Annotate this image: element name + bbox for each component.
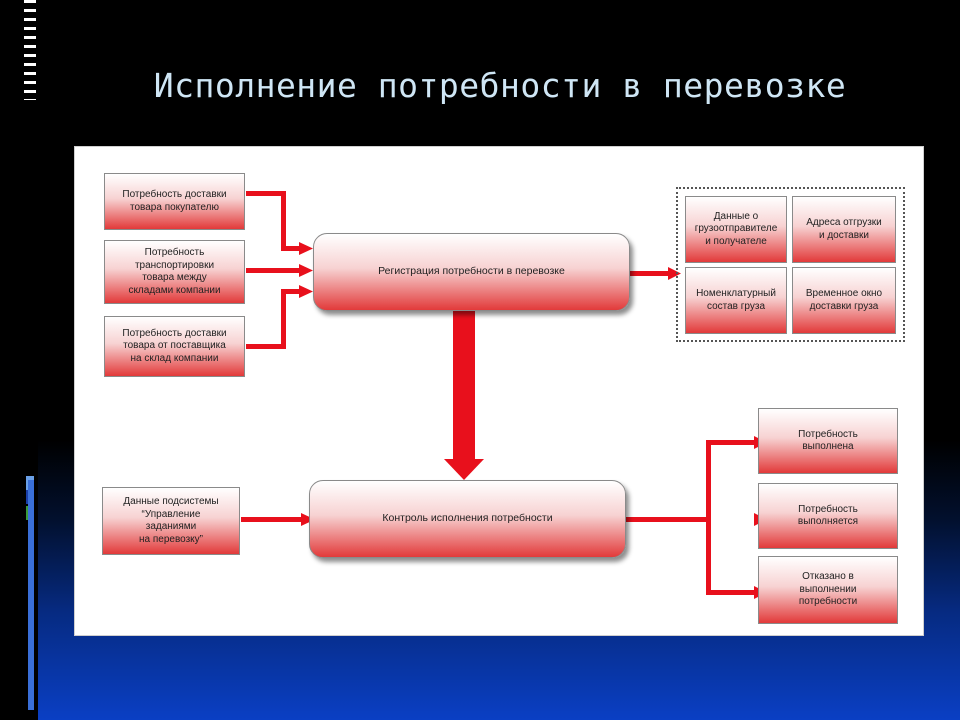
data-group bbox=[676, 187, 905, 342]
process-register-need-label: Регистрация потребности в перевозке bbox=[378, 265, 565, 278]
connector-input2 bbox=[246, 268, 301, 273]
input-task-subsystem-data: Данные подсистемы “Управление заданиями … bbox=[102, 487, 240, 555]
data-cargo-nomenclature: Номенклатурный состав груза bbox=[685, 267, 787, 334]
arrows-layer bbox=[241, 191, 767, 599]
connector-outcome3 bbox=[706, 590, 756, 595]
connector-control-to-outcomes bbox=[626, 517, 711, 522]
data-shipper-receiver: Данные о грузоотправителе и получателе bbox=[685, 196, 787, 263]
arrowhead-bottom-input bbox=[301, 513, 315, 526]
input-transfer-between-warehouses-label: Потребность транспортировки товара между… bbox=[128, 247, 221, 296]
arrowhead-input2 bbox=[299, 264, 313, 277]
connector-register-to-data bbox=[630, 271, 670, 276]
data-delivery-window: Временное окно доставки груза bbox=[792, 267, 896, 334]
connector-input3 bbox=[246, 344, 286, 349]
connector-input3-into bbox=[281, 289, 301, 294]
connector-input1-into bbox=[281, 246, 301, 251]
arrowhead-register-to-data bbox=[668, 267, 681, 280]
input-delivery-from-supplier-label: Потребность доставки товара от поставщик… bbox=[122, 327, 227, 364]
connector-register-to-control bbox=[453, 311, 475, 463]
input-delivery-from-supplier: Потребность доставки товара от поставщик… bbox=[104, 316, 245, 377]
connector-input1-vertical bbox=[281, 191, 286, 251]
outcome-in-progress: Потребность выполняется bbox=[758, 483, 898, 549]
slide-title: Исполнение потребности в перевозке bbox=[153, 66, 847, 105]
connector-outcomes-vertical bbox=[706, 440, 711, 595]
outcome-rejected-label: Отказано в выполнении потребности bbox=[798, 571, 858, 608]
process-control-execution: Контроль исполнения потребности bbox=[309, 480, 626, 558]
arrowhead-input1 bbox=[299, 242, 313, 255]
connector-input3-vertical bbox=[281, 289, 286, 349]
data-addresses: Адреса отгрузки и доставки bbox=[792, 196, 896, 263]
connector-input1 bbox=[246, 191, 286, 196]
arrowhead-input3 bbox=[299, 285, 313, 298]
outcome-in-progress-label: Потребность выполняется bbox=[797, 503, 859, 528]
left-decor-line bbox=[28, 480, 34, 710]
process-register-need: Регистрация потребности в перевозке bbox=[313, 233, 630, 311]
outcome-fulfilled: Потребность выполнена bbox=[758, 408, 898, 474]
outcome-rejected: Отказано в выполнении потребности bbox=[758, 556, 898, 624]
left-decor-stripes bbox=[24, 0, 36, 100]
arrowhead-register-to-control bbox=[444, 459, 484, 480]
input-task-subsystem-data-label: Данные подсистемы “Управление заданиями … bbox=[123, 496, 219, 545]
data-shipper-receiver-label: Данные о грузоотправителе и получателе bbox=[694, 210, 778, 247]
outcome-fulfilled-label: Потребность выполнена bbox=[798, 428, 858, 453]
data-cargo-nomenclature-label: Номенклатурный состав груза bbox=[696, 288, 776, 312]
process-control-execution-label: Контроль исполнения потребности bbox=[382, 512, 553, 525]
input-transfer-between-warehouses: Потребность транспортировки товара между… bbox=[104, 240, 245, 304]
data-delivery-window-label: Временное окно доставки груза bbox=[805, 288, 883, 312]
input-delivery-to-customer: Потребность доставки товара покупателю bbox=[104, 173, 245, 230]
data-addresses-label: Адреса отгрузки и доставки bbox=[806, 217, 882, 241]
diagram-canvas: Потребность доставки товара покупателю П… bbox=[74, 146, 924, 636]
input-delivery-to-customer-label: Потребность доставки товара покупателю bbox=[122, 189, 227, 213]
connector-bottom-input bbox=[241, 517, 303, 522]
connector-outcome1 bbox=[706, 440, 756, 445]
